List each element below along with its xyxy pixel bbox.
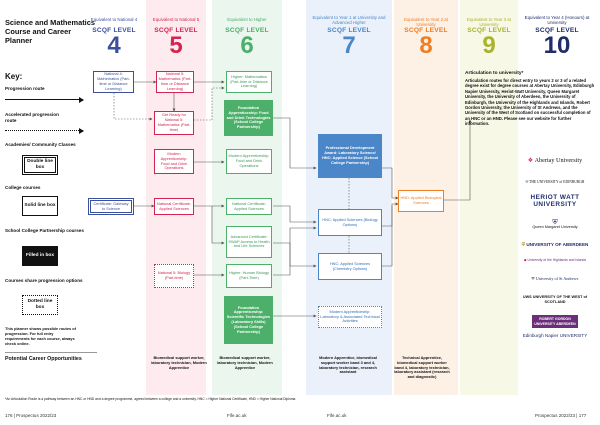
footer-site-left: Fife.ac.uk bbox=[227, 413, 247, 418]
scqf-label: SCQF LEVEL bbox=[92, 27, 136, 34]
scqf-level-number: 7 bbox=[342, 32, 356, 59]
articulation-title: Articulation to university* bbox=[465, 71, 524, 76]
node-hnc-biology: HNC: Applied Sciences (Biology Options) bbox=[318, 209, 382, 236]
key-dotted-arrow bbox=[5, 127, 84, 134]
level-column-10: Equivalent to Year 4 (Honours) at Univer… bbox=[520, 0, 594, 395]
level-heading: Equivalent to National 5 bbox=[152, 17, 200, 22]
node-foundation-lab: Foundation Apprenticeship: Scientific Te… bbox=[224, 296, 273, 344]
planner-note: This planner shows possible routes of pr… bbox=[5, 326, 76, 346]
key-title: Key: bbox=[5, 72, 23, 81]
node-pda-lab-science: Professional Development Award: Laborato… bbox=[318, 134, 382, 178]
scqf-label: SCQF LEVEL bbox=[327, 27, 371, 34]
aberdeen-crest: ⛨ UNIVERSITY OF ABERDEEN bbox=[521, 242, 589, 247]
node-nat-cert-l5: National Certificate: Applied Sciences bbox=[154, 198, 194, 215]
napier-logo: Edinburgh Napier UNIVERSITY bbox=[522, 333, 588, 338]
key-share-label: Courses share progression options bbox=[5, 278, 83, 283]
scqf-label: SCQF LEVEL bbox=[225, 27, 269, 34]
careers-level-6: Biomedical support worker, laboratory te… bbox=[217, 355, 273, 370]
careers-level-8: Technical Apprentice, biomedical support… bbox=[394, 355, 450, 380]
page-title: Science and Mathematics Course and Caree… bbox=[5, 18, 95, 45]
node-n5-biology: National 5: Biology (Part-time) bbox=[154, 264, 194, 288]
scqf-label: SCQF LEVEL bbox=[467, 27, 511, 34]
key-college-label: College courses bbox=[5, 185, 41, 190]
node-nat-cert-l6: National Certificate: Applied Sciences bbox=[226, 198, 272, 215]
scqf-level-number: 10 bbox=[543, 32, 571, 59]
node-n4-maths: National 4: Mathematics (Part-time or Di… bbox=[93, 71, 134, 93]
careers-level-7: Modern Apprentice, biomedical support wo… bbox=[319, 355, 377, 375]
articulation-text: Articulation routes for direct entry to … bbox=[465, 78, 595, 127]
node-modern-lab: Modern Apprenticeship: Laboratory & Asso… bbox=[318, 306, 382, 328]
key-academies-label: Academies/ Community Classes bbox=[5, 142, 76, 147]
node-modern-food-l5: Modern Apprenticeship: Food and Drink Op… bbox=[154, 149, 194, 174]
heriot-watt-logo: HERIOT WATT UNIVERSITY bbox=[530, 194, 580, 208]
node-get-ready-n5: Get Ready for National 5: Mathematics (P… bbox=[154, 111, 194, 135]
footer-right-page: Prospectus 2022/23 | 177 bbox=[535, 413, 587, 418]
level-heading: Equivalent to National 4 bbox=[90, 17, 138, 22]
node-hnc-chemistry: HNC: Applied Sciences (Chemistry Options… bbox=[318, 253, 382, 280]
node-higher-maths: Higher: Mathematics (Part-time or Distan… bbox=[226, 71, 272, 93]
scqf-level-number: 8 bbox=[419, 32, 433, 59]
rgu-logo: ROBERT GORDON UNIVERSITY ABERDEEN bbox=[532, 315, 578, 328]
node-modern-food-l6: Modern Apprenticeship: Food and Drink Op… bbox=[226, 149, 272, 174]
footnote: *An Articulation Route is a pathway betw… bbox=[5, 397, 296, 401]
footer-left-page: 176 | Prospectus 2022/23 bbox=[5, 413, 57, 418]
scqf-level-number: 9 bbox=[482, 32, 496, 59]
key-filled-box: Filled in box bbox=[22, 246, 58, 266]
node-cert-gateway: Certificate: Gateway to Science bbox=[88, 198, 134, 215]
key-solid-box: Solid line box bbox=[22, 196, 58, 216]
uhi-logo: ◆ University of the Highlands and Island… bbox=[523, 258, 587, 262]
node-n5-maths: National 5: Mathematics (Part-time or Di… bbox=[156, 71, 194, 93]
level-heading: Equivalent to Year 2 at University bbox=[404, 17, 448, 27]
edinburgh-crest: ⛨ THE UNIVERSITY of EDINBURGH bbox=[525, 180, 585, 184]
scqf-level-number: 6 bbox=[240, 32, 254, 59]
node-adv-cert-swap: Advanced Certificate: SWAP Access to Hea… bbox=[226, 226, 272, 258]
scqf-label: SCQF LEVEL bbox=[535, 27, 579, 34]
careers-level-5: Biomedical support worker, laboratory te… bbox=[151, 355, 207, 370]
st-andrews-crest: ⛨ University of St Andrews bbox=[531, 276, 579, 281]
key-school-college-label: School College Partnership courses bbox=[5, 228, 84, 233]
node-higher-biology: Higher: Human Biology (Part-Time) bbox=[226, 264, 272, 288]
key-accelerated-label: Accelerated progression route bbox=[5, 112, 59, 123]
key-progression-label: Progression route bbox=[5, 86, 45, 91]
key-double-box: Double line box bbox=[22, 155, 58, 175]
node-foundation-food: Foundation Apprenticeship: Food and Drin… bbox=[224, 100, 273, 136]
level-heading: Equivalent to Year 3 at University bbox=[467, 17, 511, 27]
key-dotted-box: Dotted line box bbox=[22, 295, 58, 315]
level-heading: Equivalent to Year 4 (Honours) at Univer… bbox=[524, 15, 590, 25]
scqf-level-number: 4 bbox=[107, 32, 121, 59]
node-hnd-applied: HND: Applied Biological Sciences bbox=[398, 190, 444, 212]
footer-site-right: Fife.ac.uk bbox=[327, 413, 347, 418]
divider bbox=[5, 352, 97, 353]
uws-logo: UWS UNIVERSITY OF THE WEST of SCOTLAND bbox=[522, 295, 588, 304]
key-solid-arrow bbox=[5, 96, 84, 103]
qmu-crest: ⛨Queen Margaret University bbox=[532, 219, 578, 229]
scqf-label: SCQF LEVEL bbox=[154, 27, 198, 34]
level-heading: Equivalent to Higher bbox=[227, 17, 267, 22]
scqf-level-number: 5 bbox=[169, 32, 183, 59]
potential-careers-label: Potential Career Opportunities bbox=[5, 356, 82, 362]
level-heading: Equivalent to Year 1 at University and A… bbox=[312, 15, 386, 25]
abertay-logo: ❖ Abertay University bbox=[527, 157, 583, 164]
scqf-label: SCQF LEVEL bbox=[404, 27, 448, 34]
